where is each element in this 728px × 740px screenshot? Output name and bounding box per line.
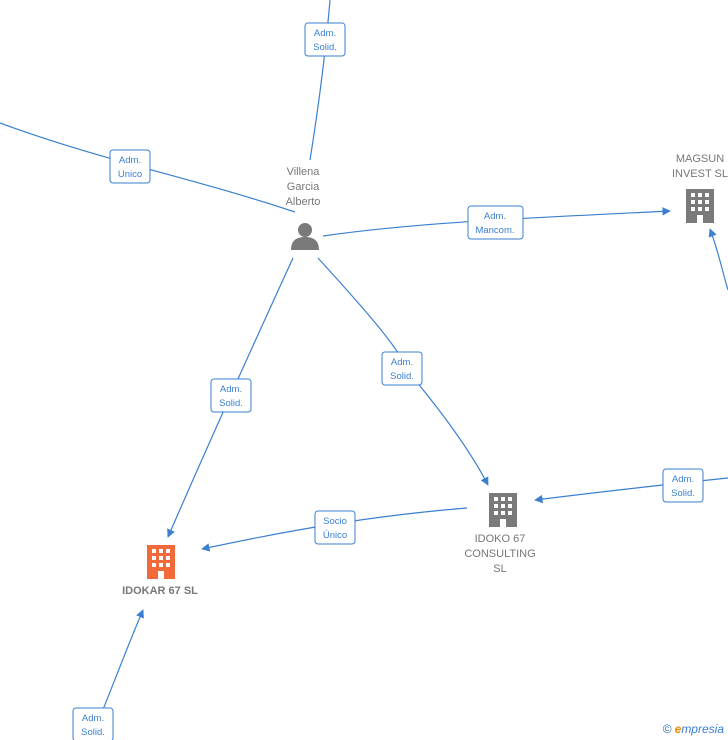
node-label-line: Villena [286,166,320,178]
edge-label-line: Adm. [119,155,141,166]
edge-label-line: Socio [323,516,347,527]
building-icon[interactable] [686,189,714,223]
edge-label-line: Adm. [484,211,506,222]
node-label-magsun[interactable]: MAGSUN INVEST SL [660,152,728,182]
edge-top [309,0,331,161]
edge-label-left: Adm. Unico [109,149,151,184]
edge-label-idoko-right: Adm. Solid. [662,468,704,503]
edge-label-idoko: Adm. Solid. [381,351,423,386]
edge-label-line: Unico [118,169,142,180]
copyright-symbol: © [662,722,672,736]
node-label-line: CONSULTING [464,548,536,560]
node-label-line: SL [493,563,507,575]
brand-logo-text: mpresia [681,722,724,736]
person-icon[interactable] [291,223,319,250]
edge-label-line: Adm. [672,474,694,485]
brand-logo-initial: e [674,722,682,736]
edge-label-line: Solid. [219,398,243,409]
edge-magsun-incoming [708,228,728,291]
node-label-idoko[interactable]: IDOKO 67 CONSULTING SL [455,532,545,577]
edge-label-line: Adm. [314,28,336,39]
edge-label-line: Único [323,530,347,541]
node-label-line: INVEST SL [671,168,728,180]
edge-label-line: Solid. [671,488,695,499]
node-label-person[interactable]: Villena Garcia Alberto [272,165,334,210]
node-label-idokar[interactable]: IDOKAR 67 SL [110,584,210,599]
edge-label-line: Solid. [390,371,414,382]
node-label-line: IDOKO 67 [474,533,526,545]
building-icon[interactable] [489,493,517,527]
edge-bottom [101,609,144,713]
edge-label-line: Mancom. [475,225,514,236]
edge-label-idokar: Adm. Solid. [210,378,252,413]
edge-label-line: Solid. [313,42,337,53]
node-label-line: Alberto [285,196,321,208]
node-label-line: MAGSUN [675,153,725,165]
edge-label-magsun: Adm. Mancom. [467,205,524,240]
node-label-line: Garcia [286,181,320,193]
edge-label-line: Solid. [81,727,105,738]
edge-label-bottom: Adm. Solid. [72,707,114,740]
edge-label-line: Adm. [391,357,413,368]
brand-watermark: ©empresia [663,722,724,736]
node-label-line: IDOKAR 67 SL [122,585,198,597]
edge-label-socio: Socio Único [314,510,356,545]
edge-idoko-right [534,477,728,504]
building-icon-highlight[interactable] [147,545,175,579]
edge-label-line: Adm. [82,713,104,724]
edge-label-line: Adm. [220,384,242,395]
edge-label-top: Adm. Solid. [304,22,346,57]
